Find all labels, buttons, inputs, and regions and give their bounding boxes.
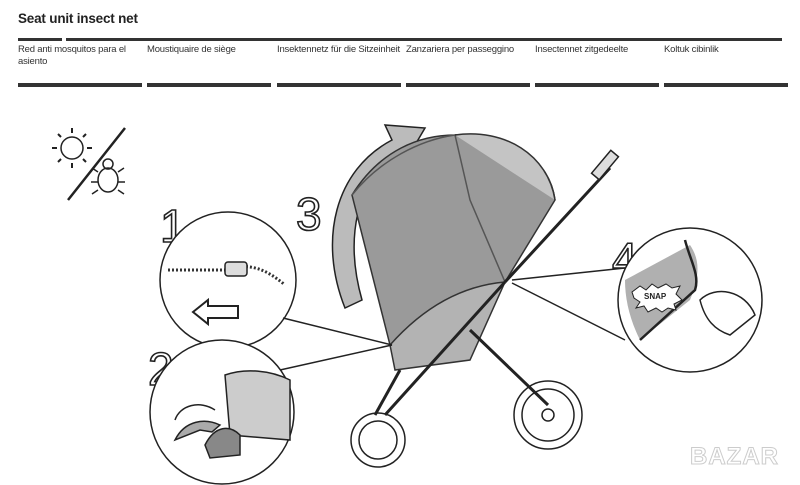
column-bar [406, 83, 530, 87]
column-bar [18, 83, 142, 87]
rear-wheel [513, 380, 583, 450]
stroller-frame [373, 166, 612, 417]
translation-es: Red anti mosquitos para el asiento [18, 44, 126, 67]
translation-nl: Insectennet zitgedeelte [535, 44, 629, 55]
front-wheel [350, 412, 406, 468]
watermark: BAZAR [690, 443, 779, 471]
step-3-number: 3 [296, 188, 322, 240]
translation-tr: Koltuk cibinlik [664, 44, 719, 55]
title-rule [18, 38, 62, 41]
title-rule [66, 38, 782, 41]
translation-de: Insektennetz für die Sitzeinheit [277, 44, 400, 55]
snap-label: SNAP [644, 292, 667, 301]
sun-icon [52, 128, 92, 168]
column-bar [147, 83, 271, 87]
column-bar [535, 83, 659, 87]
translation-fr: Moustiquaire de siège [147, 44, 236, 55]
page-title: Seat unit insect net [18, 11, 138, 26]
column-bar [277, 83, 401, 87]
translation-it: Zanzariera per passeggino [406, 44, 515, 55]
bug-icon [91, 158, 125, 195]
slash-line [67, 127, 126, 201]
detail-circle-step-1 [159, 211, 297, 349]
snap-burst [631, 283, 683, 313]
column-bar [664, 83, 788, 87]
arrow-left-icon [191, 297, 239, 327]
